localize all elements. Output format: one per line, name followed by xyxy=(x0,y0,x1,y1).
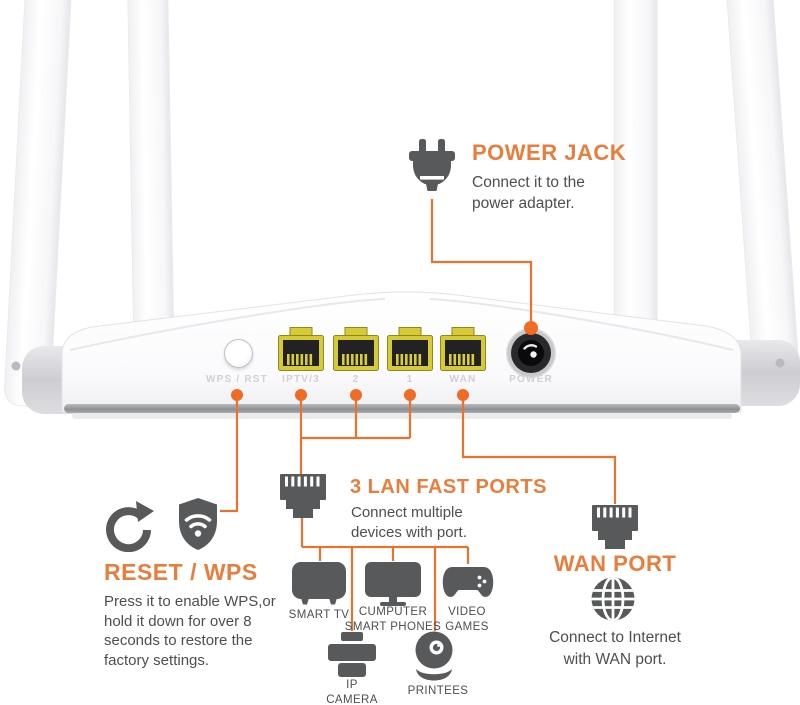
antenna-left-inner xyxy=(127,0,175,369)
ethernet-jack-icon-lan xyxy=(280,474,326,518)
wan-port-title: WAN PORT xyxy=(553,551,677,576)
power-jack-title: POWER JACK xyxy=(472,140,627,165)
router-illustration xyxy=(4,0,800,419)
antenna-right-outer xyxy=(726,0,799,380)
antenna-left-outer xyxy=(4,0,72,407)
panel-label-wps: WPS / RST xyxy=(206,374,268,385)
wps-shield-icon xyxy=(176,497,220,551)
device-label-printers: PRINTEES xyxy=(407,685,469,697)
ethernet-jack-icon-wan xyxy=(592,505,638,549)
lan-ports-desc: Connect multiple devices with port. xyxy=(351,504,467,541)
power-jack-desc: Connect it to the power adapter. xyxy=(472,174,585,212)
printer-icon xyxy=(328,632,376,678)
wan-port-jack xyxy=(440,327,486,371)
device-label-computer-smartphones: CUMPUTER SMART PHONES xyxy=(344,606,442,633)
tv-icon xyxy=(292,562,346,605)
panel-label-power: POWER xyxy=(509,374,553,385)
reset-wps-desc: Press it to enable WPS,or hold it down f… xyxy=(104,593,276,669)
webcam-icon xyxy=(411,631,457,682)
globe-icon xyxy=(590,576,636,622)
router-bottom-edge xyxy=(64,404,740,413)
panel-label-lan1: 1 xyxy=(406,374,414,385)
power-barrel-jack xyxy=(505,327,557,379)
device-label-smart-tv: SMART TV xyxy=(288,609,350,621)
wan-port-desc: Connect to Internet with WAN port. xyxy=(549,629,681,668)
lan-ports-title: 3 LAN FAST PORTS xyxy=(350,476,547,498)
monitor-icon xyxy=(365,562,421,606)
power-plug-icon xyxy=(408,139,456,197)
panel-label-lan3: IPTV/3 xyxy=(282,374,320,385)
device-label-ip-camera: IP CAMERA xyxy=(326,679,378,705)
gamepad-icon xyxy=(442,565,494,599)
wps-reset-button xyxy=(224,339,253,368)
lan-port-3-iptv xyxy=(278,327,324,371)
device-label-video-games: VIDEO GAMES xyxy=(445,606,489,633)
lan-port-2 xyxy=(333,327,379,371)
panel-label-wan: WAN xyxy=(449,374,477,385)
reset-wps-title: RESET / WPS xyxy=(104,559,258,585)
reset-arrow-icon xyxy=(103,500,155,552)
lan-port-1 xyxy=(387,327,433,371)
panel-label-lan2: 2 xyxy=(352,374,360,385)
